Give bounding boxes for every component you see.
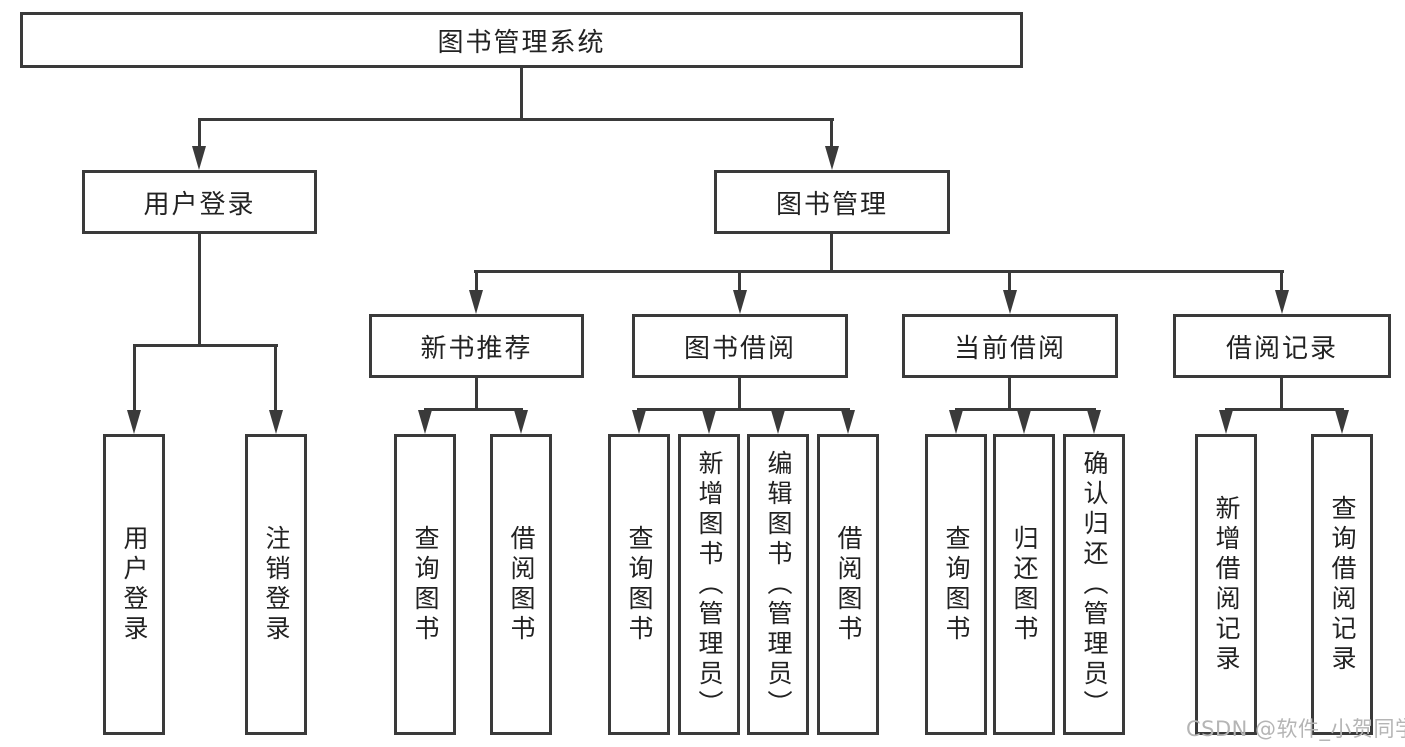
connector-line: [198, 120, 201, 148]
arrow-down-icon: [1087, 410, 1101, 434]
connector-line: [198, 234, 201, 346]
connector-line: [474, 270, 1284, 273]
leaf-query-books-borrowing: 查询图书: [608, 434, 670, 735]
leaf-query-books-recommend: 查询图书: [394, 434, 456, 735]
arrow-down-icon: [825, 146, 839, 170]
connector-line: [424, 408, 523, 411]
arrow-down-icon: [192, 146, 206, 170]
node-new-book-recommendation: 新书推荐: [369, 314, 584, 378]
node-label: 图书管理: [775, 189, 888, 220]
connector-line: [520, 68, 523, 118]
leaf-label: 查询图书: [411, 524, 440, 645]
connector-line: [1280, 378, 1283, 410]
leaf-label: 归还图书: [1010, 524, 1039, 645]
leaf-label: 确认归还（管理员）: [1080, 449, 1109, 720]
arrow-down-icon: [514, 410, 528, 434]
arrow-down-icon: [949, 410, 963, 434]
connector-line: [1225, 408, 1344, 411]
leaf-borrow-books-recommend: 借阅图书: [490, 434, 552, 735]
node-book-borrowing: 图书借阅: [632, 314, 848, 378]
connector-line: [738, 272, 741, 292]
connector-line: [1008, 272, 1011, 292]
arrow-down-icon: [1003, 290, 1017, 314]
node-user-login: 用户登录: [82, 170, 317, 234]
leaf-label: 借阅图书: [507, 524, 536, 645]
arrow-down-icon: [1275, 290, 1289, 314]
leaf-label: 注销登录: [262, 524, 291, 645]
node-root-library-system: 图书管理系统: [20, 12, 1023, 68]
connector-line: [955, 408, 1096, 411]
connector-line: [475, 272, 478, 292]
arrow-down-icon: [269, 410, 283, 434]
leaf-edit-book-admin: 编辑图书（管理员）: [747, 434, 809, 735]
arrow-down-icon: [1335, 410, 1349, 434]
node-label: 新书推荐: [420, 333, 533, 364]
connector-line: [133, 344, 278, 347]
leaf-label: 用户登录: [120, 524, 149, 645]
arrow-down-icon: [841, 410, 855, 434]
node-label: 借阅记录: [1225, 333, 1338, 364]
leaf-query-borrow-record: 查询借阅记录: [1311, 434, 1373, 735]
leaf-label: 编辑图书（管理员）: [764, 449, 793, 720]
arrow-down-icon: [733, 290, 747, 314]
node-label: 图书管理系统: [437, 27, 606, 58]
leaf-borrow-books-borrowing: 借阅图书: [817, 434, 879, 735]
connector-line: [274, 346, 277, 412]
node-label: 图书借阅: [683, 333, 796, 364]
connector-line: [1280, 272, 1283, 292]
arrow-down-icon: [1219, 410, 1233, 434]
node-label: 当前借阅: [953, 333, 1066, 364]
leaf-add-book-admin: 新增图书（管理员）: [678, 434, 740, 735]
connector-line: [738, 378, 741, 410]
arrow-down-icon: [1017, 410, 1031, 434]
watermark: CSDN @软件_小贺同学: [1186, 717, 1405, 741]
leaf-user-login: 用户登录: [103, 434, 165, 735]
arrow-down-icon: [127, 410, 141, 434]
arrow-down-icon: [771, 410, 785, 434]
leaf-logout: 注销登录: [245, 434, 307, 735]
leaf-label: 查询图书: [942, 524, 971, 645]
connector-line: [133, 346, 136, 412]
leaf-label: 借阅图书: [834, 524, 863, 645]
node-borrowing-records: 借阅记录: [1173, 314, 1391, 378]
connector-line: [830, 234, 833, 272]
leaf-add-borrow-record: 新增借阅记录: [1195, 434, 1257, 735]
node-label: 用户登录: [143, 189, 256, 220]
connector-line: [475, 378, 478, 410]
node-current-borrowing: 当前借阅: [902, 314, 1118, 378]
leaf-return-books: 归还图书: [993, 434, 1055, 735]
connector-line: [1008, 378, 1011, 410]
arrow-down-icon: [632, 410, 646, 434]
leaf-query-books-current: 查询图书: [925, 434, 987, 735]
leaf-label: 新增借阅记录: [1212, 494, 1241, 675]
arrow-down-icon: [418, 410, 432, 434]
leaf-label: 查询借阅记录: [1328, 494, 1357, 675]
leaf-confirm-return-admin: 确认归还（管理员）: [1063, 434, 1125, 735]
connector-line: [198, 118, 834, 121]
leaf-label: 新增图书（管理员）: [695, 449, 724, 720]
node-book-management: 图书管理: [714, 170, 950, 234]
leaf-label: 查询图书: [625, 524, 654, 645]
connector-line: [830, 120, 833, 148]
arrow-down-icon: [469, 290, 483, 314]
connector-line: [637, 408, 850, 411]
arrow-down-icon: [702, 410, 716, 434]
